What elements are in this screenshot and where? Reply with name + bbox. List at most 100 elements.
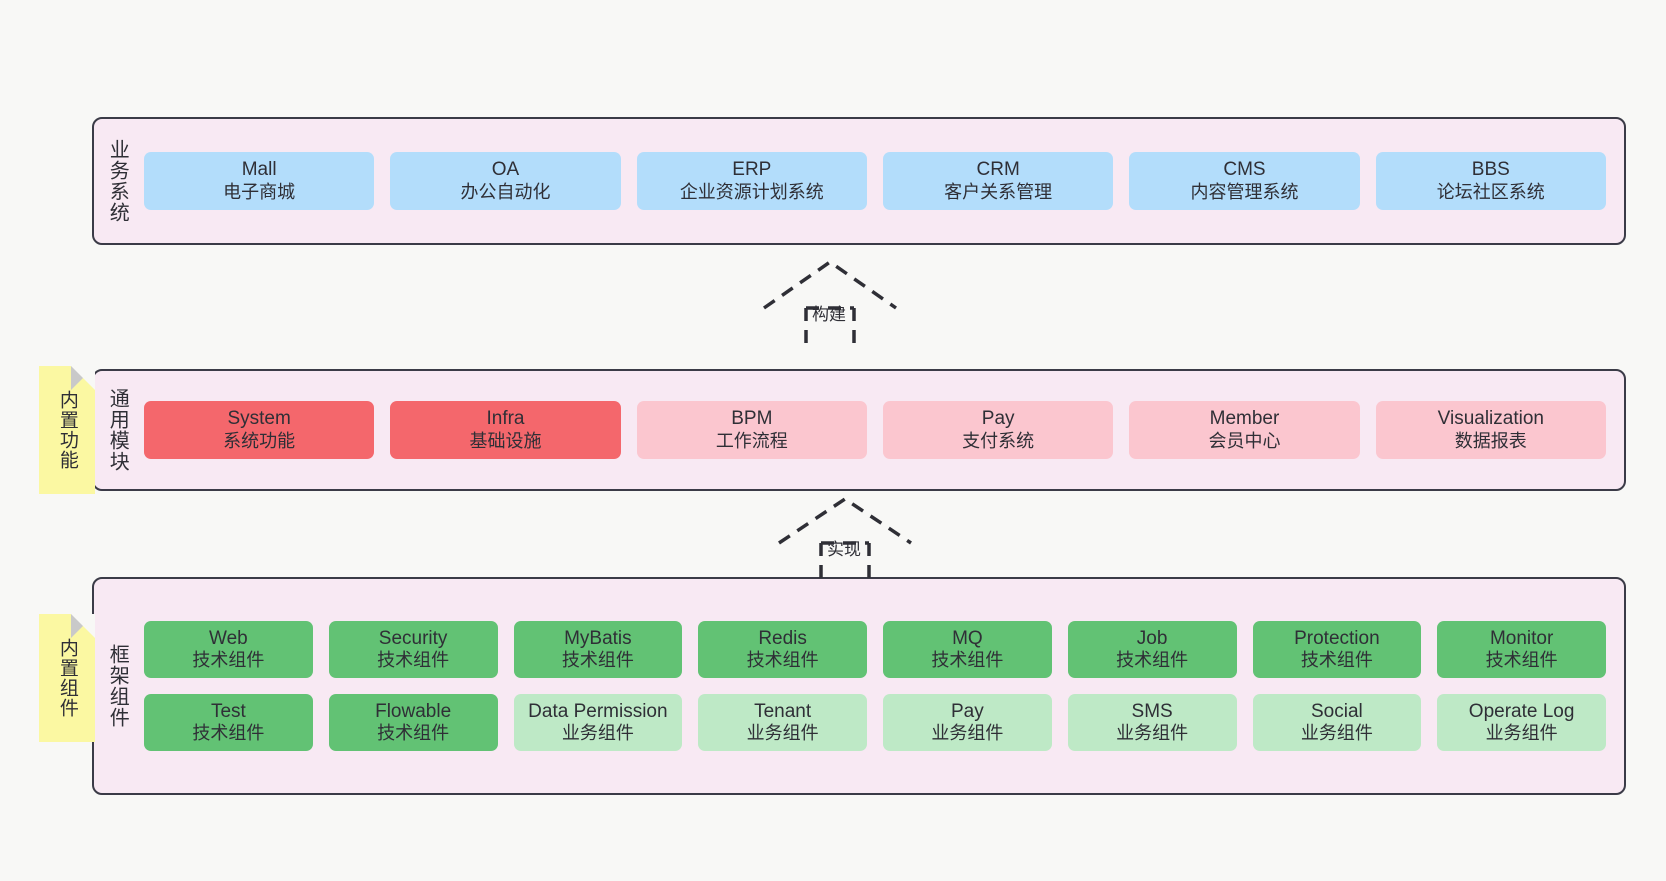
implement-arrow-icon: [778, 496, 912, 583]
card-name: OA: [491, 159, 520, 181]
card-visualization[interactable]: Visualization 数据报表: [1375, 401, 1606, 459]
card-subtitle: 会员中心: [1208, 430, 1281, 451]
card-subtitle: 技术组件: [561, 650, 634, 671]
card-name: Job: [1136, 627, 1168, 649]
card-subtitle: 技术组件: [377, 650, 450, 671]
note-builtin-features: 内置功能: [39, 366, 95, 494]
card-subtitle: 支付系统: [962, 430, 1035, 451]
card-name: Mall: [241, 159, 277, 181]
card-cms[interactable]: CMS 内容管理系统: [1129, 152, 1360, 210]
layer-body-common: System 系统功能 Infra 基础设施 BPM 工作流程 Pay 支付系统…: [140, 371, 1624, 489]
card-infra[interactable]: Infra 基础设施: [390, 401, 621, 459]
card-name: Visualization: [1437, 408, 1544, 430]
card-name: MQ: [952, 627, 983, 649]
card-mall[interactable]: Mall 电子商城: [144, 152, 375, 210]
card-name: Infra: [486, 408, 525, 430]
connector-build: 构建: [760, 256, 900, 352]
note-label: 内置组件: [56, 638, 78, 718]
card-subtitle: 系统功能: [223, 430, 296, 451]
card-subtitle: 业务组件: [746, 723, 819, 744]
note-builtin-components: 内置组件: [39, 614, 95, 742]
card-name: Tenant: [754, 701, 812, 722]
layer-business-system: 业务系统 Mall 电子商城 OA 办公自动化 ERP 企业资源计划系统 CRM…: [92, 117, 1626, 245]
card-subtitle: 电子商城: [223, 181, 296, 202]
layer-common-module: 通用模块 System 系统功能 Infra 基础设施 BPM 工作流程 Pay…: [92, 369, 1626, 491]
card-subtitle: 技术组件: [931, 650, 1004, 671]
card-web[interactable]: Web 技术组件: [144, 620, 313, 678]
card-subtitle: 业务组件: [1485, 723, 1558, 744]
card-test[interactable]: Test 技术组件: [144, 694, 313, 752]
card-flowable[interactable]: Flowable 技术组件: [328, 694, 498, 752]
connector-implement: 实现: [775, 493, 915, 583]
connector-build-label: 构建: [812, 305, 846, 324]
card-bpm[interactable]: BPM 工作流程: [636, 401, 867, 459]
card-subtitle: 企业资源计划系统: [679, 181, 824, 202]
card-subtitle: 技术组件: [377, 723, 450, 744]
card-name: Pay: [951, 701, 984, 722]
card-bbs[interactable]: BBS 论坛社区系统: [1375, 152, 1606, 210]
card-mybatis[interactable]: MyBatis 技术组件: [513, 620, 683, 678]
layer-title-business: 业务系统: [106, 139, 129, 223]
card-system[interactable]: System 系统功能: [144, 401, 375, 459]
card-name: MyBatis: [564, 627, 632, 649]
card-job[interactable]: Job 技术组件: [1067, 620, 1237, 678]
card-monitor[interactable]: Monitor 技术组件: [1437, 620, 1606, 678]
card-name: BPM: [731, 408, 773, 430]
note-label: 内置功能: [56, 390, 78, 470]
card-name: BBS: [1471, 159, 1510, 181]
card-name: Flowable: [375, 701, 452, 722]
card-name: Web: [209, 627, 248, 649]
card-subtitle: 技术组件: [1485, 650, 1558, 671]
card-subtitle: 基础设施: [469, 430, 542, 451]
layer-framework-component: 框架组件 Web 技术组件 Security 技术组件 MyBatis 技术组件…: [92, 577, 1626, 795]
card-mq[interactable]: MQ 技术组件: [883, 620, 1052, 678]
card-data-permission[interactable]: Data Permission 业务组件: [513, 694, 683, 752]
card-pay-component[interactable]: Pay 业务组件: [883, 694, 1052, 752]
card-name: Redis: [758, 627, 807, 649]
card-row: Web 技术组件 Security 技术组件 MyBatis 技术组件 Redi…: [144, 620, 1606, 678]
card-protection[interactable]: Protection 技术组件: [1252, 620, 1422, 678]
card-subtitle: 业务组件: [561, 723, 634, 744]
card-name: CRM: [976, 159, 1020, 181]
card-subtitle: 数据报表: [1454, 430, 1527, 451]
card-subtitle: 客户关系管理: [944, 181, 1053, 202]
card-subtitle: 工作流程: [715, 430, 788, 451]
card-social[interactable]: Social 业务组件: [1252, 694, 1422, 752]
card-name: Member: [1209, 408, 1280, 430]
card-sms[interactable]: SMS 业务组件: [1067, 694, 1237, 752]
card-name: Social: [1311, 701, 1363, 722]
layer-title-framework: 框架组件: [106, 644, 129, 728]
card-name: SMS: [1131, 701, 1173, 722]
card-pay-module[interactable]: Pay 支付系统: [882, 401, 1114, 459]
card-name: Monitor: [1489, 627, 1554, 649]
card-subtitle: 内容管理系统: [1190, 181, 1299, 202]
card-subtitle: 技术组件: [746, 650, 819, 671]
build-arrow-icon: [762, 259, 898, 352]
card-crm[interactable]: CRM 客户关系管理: [882, 152, 1114, 210]
card-subtitle: 办公自动化: [460, 181, 551, 202]
card-subtitle: 技术组件: [192, 723, 265, 744]
layer-body-business: Mall 电子商城 OA 办公自动化 ERP 企业资源计划系统 CRM 客户关系…: [140, 119, 1624, 243]
card-subtitle: 业务组件: [931, 723, 1004, 744]
card-erp[interactable]: ERP 企业资源计划系统: [636, 152, 867, 210]
layer-body-framework: Web 技术组件 Security 技术组件 MyBatis 技术组件 Redi…: [140, 579, 1624, 793]
connector-implement-label: 实现: [827, 540, 861, 559]
card-name: Data Permission: [528, 701, 668, 722]
card-redis[interactable]: Redis 技术组件: [698, 620, 867, 678]
layer-title-common: 通用模块: [106, 388, 129, 472]
card-subtitle: 技术组件: [1300, 650, 1373, 671]
card-subtitle: 业务组件: [1116, 723, 1189, 744]
card-row: Test 技术组件 Flowable 技术组件 Data Permission …: [144, 694, 1606, 752]
card-name: CMS: [1223, 159, 1266, 181]
card-subtitle: 论坛社区系统: [1436, 181, 1545, 202]
card-oa[interactable]: OA 办公自动化: [390, 152, 621, 210]
card-tenant[interactable]: Tenant 业务组件: [698, 694, 867, 752]
card-subtitle: 技术组件: [192, 650, 265, 671]
card-row: System 系统功能 Infra 基础设施 BPM 工作流程 Pay 支付系统…: [144, 401, 1606, 459]
card-name: ERP: [732, 159, 772, 181]
card-member[interactable]: Member 会员中心: [1129, 401, 1360, 459]
card-operate-log[interactable]: Operate Log 业务组件: [1437, 694, 1606, 752]
card-security[interactable]: Security 技术组件: [328, 620, 498, 678]
card-name: Test: [210, 701, 246, 722]
